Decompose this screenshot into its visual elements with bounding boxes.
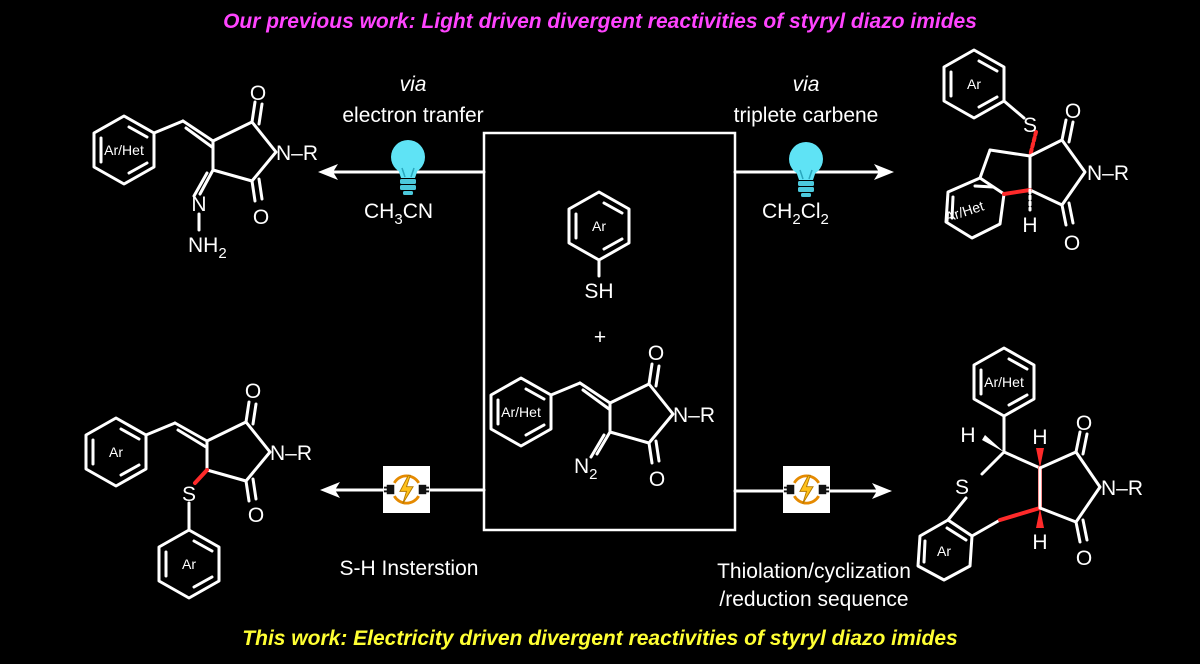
solvent-label-left: CH3CN [364, 200, 433, 228]
oxygen-label: O [1064, 232, 1080, 255]
molecule-diazo-imide: Ar/Het O O N–R N2 [489, 342, 715, 491]
n-r-label: N–R [276, 142, 318, 165]
oxygen-label: O [250, 82, 266, 105]
plus-sign: + [594, 326, 606, 349]
electrolysis-icon-right [783, 466, 830, 513]
oxygen-label: O [1076, 547, 1092, 570]
oxygen-label: O [1065, 100, 1081, 123]
via-label-left: via [400, 73, 427, 96]
ring-label: Ar/Het [943, 197, 986, 225]
ring-label: Ar [967, 76, 981, 92]
light-bulb-icon-left [390, 139, 426, 196]
electrolysis-icon-left [383, 466, 430, 513]
oxygen-label: O [245, 380, 261, 403]
caption-lower-left: S-H Insterstion [340, 557, 479, 580]
top-header: Our previous work: Light driven divergen… [223, 10, 977, 33]
sulfur-label: S [955, 476, 969, 499]
ring-label: Ar [109, 444, 123, 460]
amine-label: NH2 [188, 234, 227, 262]
molecule-thiophenol: Ar SH [567, 190, 631, 303]
n-r-label: N–R [1087, 162, 1129, 185]
hydrogen-label: H [1032, 426, 1047, 449]
n-r-label: N–R [1101, 477, 1143, 500]
hydrogen-label: H [1032, 531, 1047, 554]
hydrogen-label: H [960, 424, 975, 447]
mechanism-label-left: electron tranfer [342, 104, 483, 127]
oxygen-label: O [648, 342, 664, 365]
sulfur-label: S [182, 483, 196, 506]
molecule-lower-right: Ar/Het Ar S H H H O O N–R [916, 346, 1143, 582]
sh-label: SH [584, 280, 613, 303]
ring-label: Ar/Het [984, 374, 1024, 390]
oxygen-label: O [649, 468, 665, 491]
wedge-bond [1036, 508, 1044, 528]
molecule-upper-right: Ar Ar/Het S O O N–R H [942, 48, 1129, 255]
hydrogen-label: H [1022, 214, 1037, 237]
wedge-bond [1036, 448, 1044, 468]
n-r-label: N–R [673, 404, 715, 427]
molecule-lower-left: Ar Ar S O O N–R [84, 380, 312, 600]
caption-lower-right-2: /reduction sequence [719, 588, 908, 611]
ring-label: Ar [182, 556, 196, 572]
light-bulb-icon-right [788, 141, 824, 198]
oxygen-label: O [253, 206, 269, 229]
ring-label: Ar [937, 543, 951, 559]
ring-label: Ar [592, 218, 606, 234]
molecule-upper-left: Ar/Het O O N–R N NH2 [92, 82, 318, 262]
solvent-label-right: CH2Cl2 [762, 200, 829, 228]
n-r-label: N–R [270, 442, 312, 465]
bottom-header: This work: Electricity driven divergent … [242, 627, 957, 650]
nitrogen-label: N [191, 193, 206, 216]
ring-label: Ar/Het [501, 404, 541, 420]
caption-lower-right-1: Thiolation/cyclization [717, 560, 911, 583]
ring-label: Ar/Het [104, 142, 144, 158]
center-box [482, 131, 737, 532]
oxygen-label: O [1076, 412, 1092, 435]
oxygen-label: O [248, 504, 264, 527]
via-label-right: via [793, 73, 820, 96]
mechanism-label-right: triplete carbene [734, 104, 879, 127]
sulfur-label: S [1023, 114, 1037, 137]
diazo-label: N2 [574, 455, 598, 483]
wedge-bond [982, 435, 1004, 452]
